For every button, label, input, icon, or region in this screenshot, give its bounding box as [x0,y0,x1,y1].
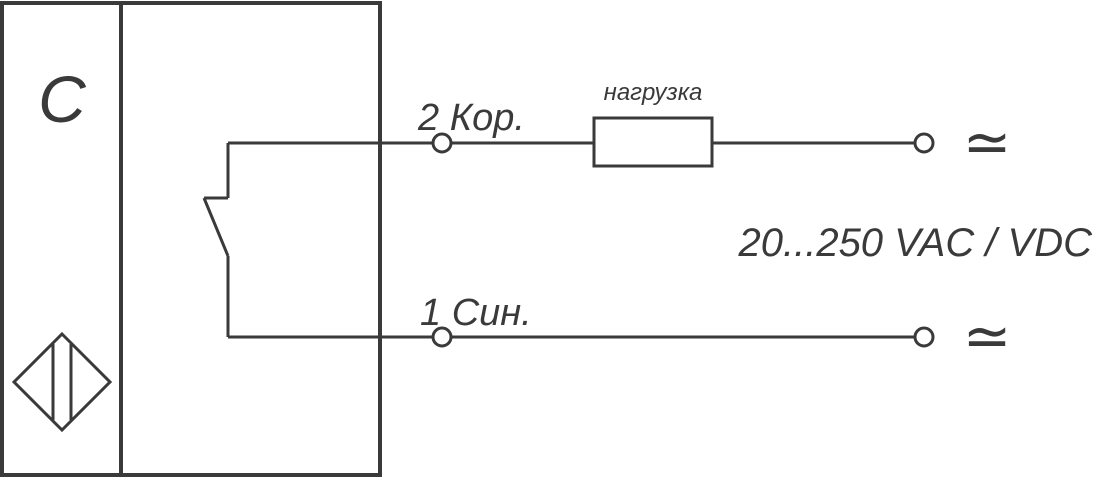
capacitive-sensor-icon [11,331,113,433]
wire-pin-2 [228,116,935,168]
load-resistor [592,116,714,168]
ac-dc-symbol-bottom: ≃ [963,304,1012,369]
pin-1-label: 1 Син. [420,292,532,334]
wire-pin-1 [228,326,935,348]
load-label: нагрузка [604,79,703,106]
pin-2-label: 2 Кор. [417,97,525,139]
ac-dc-symbol-top: ≃ [963,110,1012,175]
switch-contact [202,143,230,337]
sensor-outline [0,1,382,477]
voltage-range-label: 20...250 VAC / VDC [737,221,1093,265]
supply-terminal-top [913,132,935,154]
sensor-type-letter: C [38,62,87,136]
sensor-body [0,1,382,477]
supply-terminal-bottom [913,326,935,348]
